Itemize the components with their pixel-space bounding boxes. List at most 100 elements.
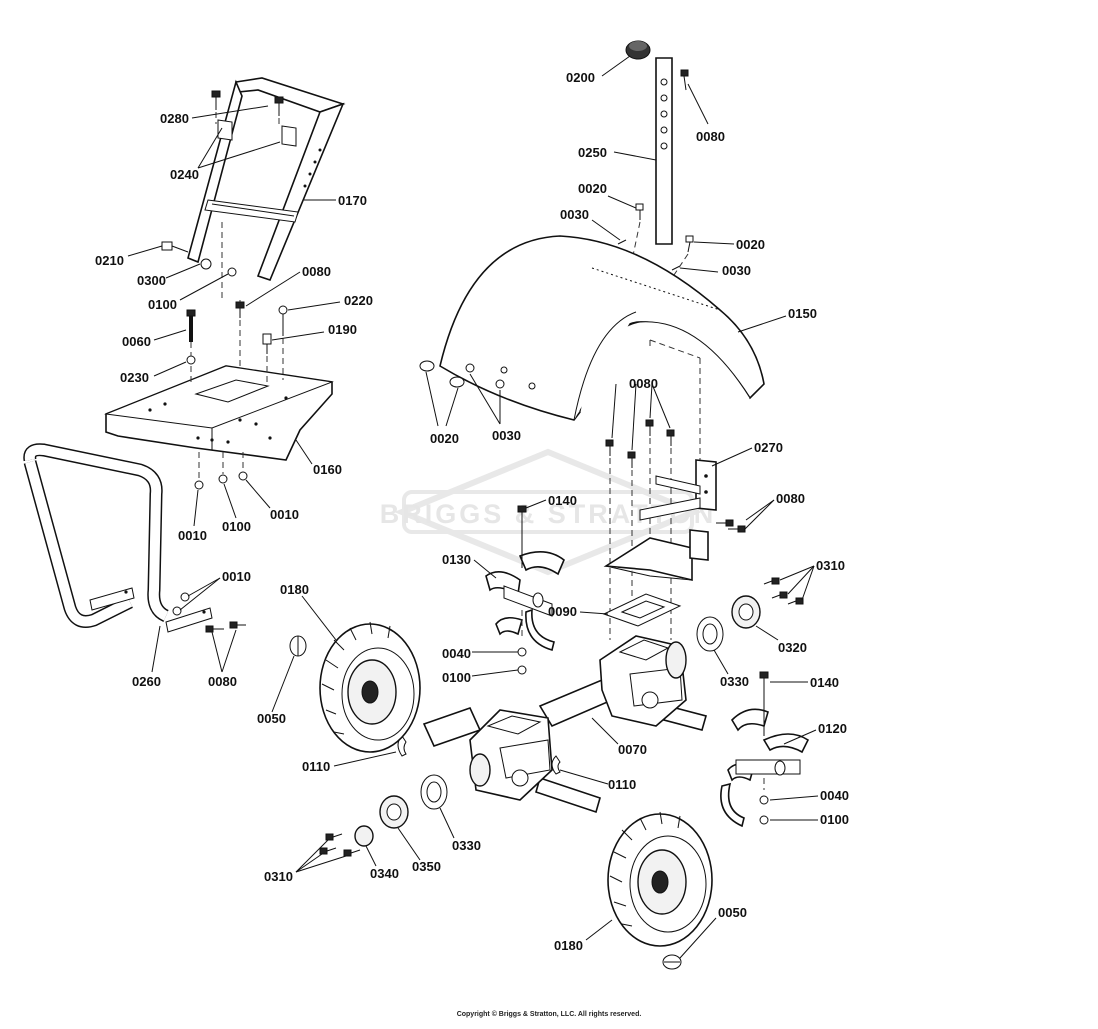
callout-0100: 0100 xyxy=(222,519,251,534)
callout-0100: 0100 xyxy=(820,812,849,827)
nut-0230 xyxy=(186,355,196,365)
callout-0040: 0040 xyxy=(442,646,471,661)
callout-0080: 0080 xyxy=(696,129,725,144)
callout-0200: 0200 xyxy=(566,70,595,85)
callout-0050: 0050 xyxy=(257,711,286,726)
lynch-pin-0050-right xyxy=(662,954,682,970)
washer-0030-b xyxy=(671,265,681,271)
callout-0030: 0030 xyxy=(722,263,751,278)
nut-0100-left xyxy=(517,665,527,675)
bearing-cap-0320 xyxy=(731,595,761,629)
nut-0010-left xyxy=(194,480,204,490)
screws-0310-right xyxy=(763,577,804,605)
callout-0180: 0180 xyxy=(554,938,583,953)
callout-0120: 0120 xyxy=(818,721,847,736)
callout-0080: 0080 xyxy=(776,491,805,506)
depth-bar-0250 xyxy=(655,57,673,245)
copyright-notice: Copyright © Briggs & Stratton, LLC. All … xyxy=(456,1011,642,1018)
bolts-0080-right xyxy=(716,519,746,533)
callout-0140: 0140 xyxy=(548,493,577,508)
callout-0130: 0130 xyxy=(442,552,471,567)
tine-shield-0150 xyxy=(439,235,765,421)
thrust-washer-0330-left-hole xyxy=(426,781,442,803)
callout-0030: 0030 xyxy=(560,207,589,222)
thrust-washer-0330-right-hole xyxy=(702,623,718,645)
callout-0080: 0080 xyxy=(302,264,331,279)
retaining-ring-0110-right xyxy=(551,755,561,775)
screws-0020-shield-side xyxy=(419,360,465,388)
knob-0200 xyxy=(625,40,651,60)
nut-0100-upper xyxy=(227,267,237,277)
callout-0080: 0080 xyxy=(208,674,237,689)
seal-0340 xyxy=(354,825,374,847)
callout-0220: 0220 xyxy=(344,293,373,308)
lynch-pin-0050-left xyxy=(289,635,307,657)
loop-handle-0260 xyxy=(23,443,213,633)
callout-0180: 0180 xyxy=(280,582,309,597)
screw-0020-b xyxy=(685,235,694,253)
callout-0010: 0010 xyxy=(270,507,299,522)
callout-0260: 0260 xyxy=(132,674,161,689)
tine-assembly-0130 xyxy=(485,551,565,651)
screw-0020-a xyxy=(635,203,644,220)
tine-assembly-0120 xyxy=(720,708,810,828)
callout-0010: 0010 xyxy=(178,528,207,543)
bolts-0080-handle xyxy=(205,621,246,633)
callout-0150: 0150 xyxy=(788,306,817,321)
callout-0170: 0170 xyxy=(338,193,367,208)
callout-0070: 0070 xyxy=(618,742,647,757)
bolts-0080-bracket xyxy=(605,419,675,468)
hitch-bracket-0270 xyxy=(603,459,717,582)
washer-0030-a xyxy=(617,239,627,245)
callout-0020: 0020 xyxy=(430,431,459,446)
handle-bolts-0280 xyxy=(211,90,284,116)
callout-0040: 0040 xyxy=(820,788,849,803)
callout-0310: 0310 xyxy=(816,558,845,573)
callout-0230: 0230 xyxy=(120,370,149,385)
callout-0030: 0030 xyxy=(492,428,521,443)
nut-0100-mid xyxy=(218,474,228,484)
bolt-0140-left xyxy=(517,505,527,568)
callout-labels: 0200 0080 0250 0020 0030 0020 0030 0150 … xyxy=(95,70,849,953)
callout-0300: 0300 xyxy=(137,273,166,288)
bolt-0080-plate xyxy=(235,301,245,318)
callout-0010: 0010 xyxy=(222,569,251,584)
mounting-plate-0160 xyxy=(104,365,334,461)
callout-0100: 0100 xyxy=(148,297,177,312)
callout-0020: 0020 xyxy=(578,181,607,196)
nut-0010-handle-b xyxy=(180,592,190,602)
washer-0040-right xyxy=(759,795,769,805)
pin-0220 xyxy=(278,305,288,336)
callout-0330: 0330 xyxy=(720,674,749,689)
bolt-0140-right xyxy=(759,671,769,736)
bolt-0060 xyxy=(186,309,196,342)
nut-0010-handle-a xyxy=(172,606,182,616)
callout-0100: 0100 xyxy=(442,670,471,685)
callout-0320: 0320 xyxy=(778,640,807,655)
callout-0050: 0050 xyxy=(718,905,747,920)
callout-0110: 0110 xyxy=(302,759,330,774)
retaining-ring-0110-left xyxy=(397,735,407,757)
nut-0010-right xyxy=(238,471,248,481)
callout-0210: 0210 xyxy=(95,253,124,268)
bearing-cap-0350 xyxy=(379,795,409,829)
handle-brackets-0240 xyxy=(217,119,297,147)
callout-0280: 0280 xyxy=(160,111,189,126)
callout-0340: 0340 xyxy=(370,866,399,881)
washer-0040-left xyxy=(517,647,527,657)
wheel-0180-left xyxy=(319,621,421,753)
fitting-0190 xyxy=(262,333,272,354)
washer-0300 xyxy=(200,258,212,270)
washers-0030-shield-side xyxy=(465,363,536,390)
transmission-left xyxy=(469,709,553,801)
callout-0250: 0250 xyxy=(578,145,607,160)
wheel-0180-right xyxy=(607,811,713,947)
callout-0350: 0350 xyxy=(412,859,441,874)
callout-0240: 0240 xyxy=(170,167,199,182)
callout-0140: 0140 xyxy=(810,675,839,690)
callout-0330: 0330 xyxy=(452,838,481,853)
callout-0090: 0090 xyxy=(548,604,577,619)
handle-knob-0210 xyxy=(161,241,189,253)
screws-0310-left xyxy=(319,833,361,857)
